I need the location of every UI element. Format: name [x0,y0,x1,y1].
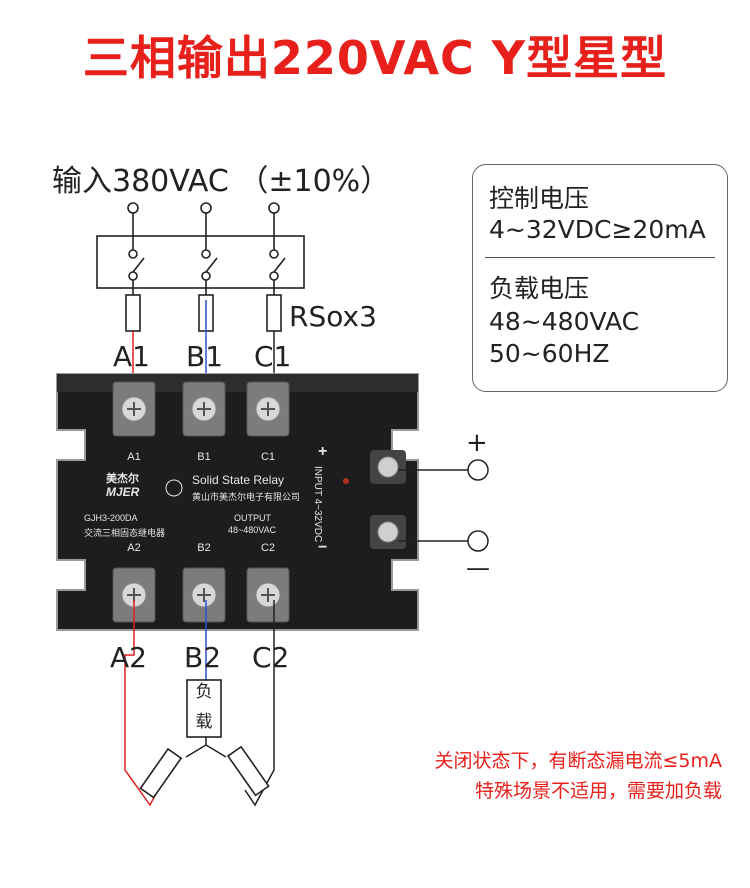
control-plus-label: + [466,428,488,458]
input-terminal-c [268,202,280,214]
load-voltage-range: 48~480VAC [489,307,640,336]
control-voltage-value: 4~32VDC≥20mA [489,215,706,244]
device-control-terminals [343,450,406,549]
page-title: 三相输出220VAC Y型星型 [82,31,668,85]
note-line-1: 关闭状态下，有断态漏电流≤5mA [434,750,722,772]
output-label: OUTPUT [234,513,272,523]
terminal-label-c2: C2 [252,641,290,674]
device-top-sockets [112,381,290,437]
indicator-led [343,478,349,484]
terminal-label-b1: B1 [186,340,224,373]
y-load-resistors [139,745,270,799]
red-wire-bottom [124,600,167,807]
device-body [56,373,419,631]
model-number: GJH3-200DA [84,513,138,523]
load-char-1: 负 [196,682,213,702]
terminal-label-a1: A1 [113,340,150,373]
ssr-device: A1 B1 C1 A2 B2 C2 美杰尔 MJER Solid State R… [56,373,419,631]
input-terminal-a [127,202,139,214]
model-description: 交流三相固态继电器 [84,527,165,538]
device-label-a1: A1 [127,451,140,463]
load-voltage-heading: 负载电压 [489,274,590,303]
company-name: 黄山市美杰尔电子有限公司 [192,491,300,502]
brand-cn: 美杰尔 [106,471,139,485]
terminal-label-c1: C1 [254,340,292,373]
load-resistor-left [139,747,183,799]
brand-en: MJER [106,485,140,499]
input-terminal-b [200,202,212,214]
terminal-label-a2: A2 [110,641,147,674]
input-voltage-label: 输入380VAC （±10%） [52,164,391,199]
device-label-b1: B1 [197,451,210,463]
device-label-c2: C2 [261,542,275,554]
control-minus-label: — [466,554,490,582]
breaker-switches [128,213,286,281]
device-bottom-sockets [112,567,290,623]
load-char-2: 载 [196,712,213,732]
device-plus: + [318,443,327,460]
spec-divider [485,257,715,258]
device-label-a2: A2 [127,542,140,554]
device-label-b2: B2 [197,542,210,554]
device-label-c1: C1 [261,451,275,463]
load-resistor-right [226,745,270,797]
input-range-label: INPUT 4~32VDC [312,466,323,542]
device-minus: − [318,539,327,556]
note-line-2: 特殊场景不适用，需要加负载 [474,780,722,802]
load-frequency-range: 50~60HZ [489,339,610,368]
terminal-label-b2: B2 [184,641,222,674]
resistor-label: RSox3 [289,300,377,333]
control-wires [398,459,489,552]
spec-panel: 控制电压 4~32VDC≥20mA 负载电压 48~480VAC 50~60HZ [472,164,728,392]
load-box [186,679,222,738]
input-terminals [127,202,280,214]
control-voltage-heading: 控制电压 [489,184,590,213]
product-name: Solid State Relay [192,473,284,487]
output-range: 48~480VAC [228,525,277,535]
breaker-box [96,235,305,289]
